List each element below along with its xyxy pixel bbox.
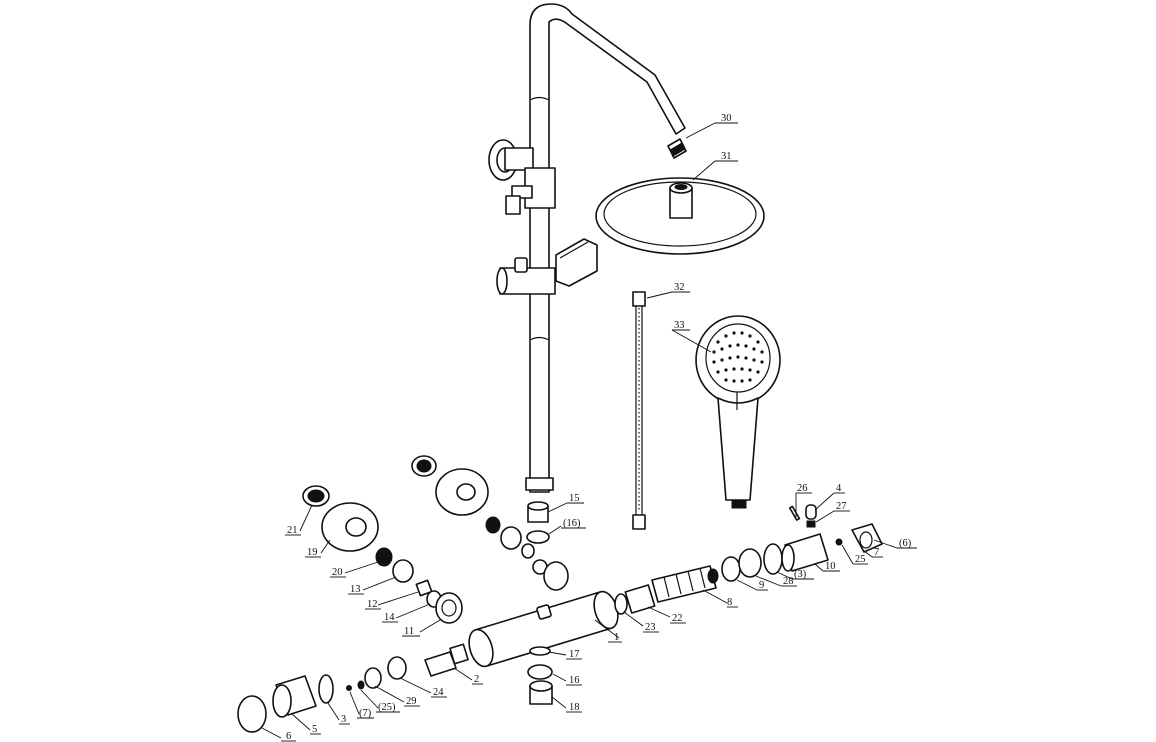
svg-text:3: 3 <box>341 714 346 725</box>
svg-text:29: 29 <box>406 696 417 707</box>
callout-23: 23 <box>643 622 659 633</box>
left-knob-parts <box>237 643 469 733</box>
svg-text:5: 5 <box>312 724 317 735</box>
svg-text:33: 33 <box>674 320 685 331</box>
callout-11: 11 <box>402 626 420 637</box>
svg-text:17: 17 <box>569 649 580 660</box>
callout-12: 12 <box>365 599 381 610</box>
svg-text:27: 27 <box>836 501 847 512</box>
hand-shower <box>695 315 781 509</box>
svg-text:30: 30 <box>721 113 732 124</box>
callout-27: 27 <box>834 501 850 512</box>
svg-text:20: 20 <box>332 567 343 578</box>
callout-3: 3 <box>339 714 350 725</box>
top-outlet-parts <box>526 501 550 544</box>
svg-text:16: 16 <box>569 675 580 686</box>
callout-1: 1 <box>608 632 622 643</box>
callout-25-paren: (25) <box>376 702 400 713</box>
callout-7: 7 <box>872 547 883 558</box>
callout-33: 33 <box>672 320 690 331</box>
svg-text:(3): (3) <box>794 569 807 580</box>
callout-16-paren: (16) <box>561 518 586 529</box>
callout-32: 32 <box>672 282 690 293</box>
callout-7-paren: (7) <box>357 708 374 719</box>
callout-19: 19 <box>305 547 321 558</box>
callout-30: 30 <box>715 113 738 124</box>
svg-text:23: 23 <box>645 622 656 633</box>
leader-lines <box>261 122 898 739</box>
svg-text:(25): (25) <box>378 702 396 713</box>
callout-25: 25 <box>853 554 868 565</box>
svg-text:18: 18 <box>569 702 580 713</box>
callout-29: 29 <box>404 696 420 707</box>
callout-20: 20 <box>330 567 346 578</box>
callout-15: 15 <box>567 493 584 504</box>
valve-body <box>468 590 619 668</box>
svg-text:10: 10 <box>825 561 836 572</box>
svg-text:6: 6 <box>286 731 291 742</box>
callout-24: 24 <box>431 687 447 698</box>
callout-31: 31 <box>715 151 738 162</box>
callout-18: 18 <box>566 702 582 713</box>
callout-16: 16 <box>566 675 582 686</box>
sliding-holder <box>496 238 598 295</box>
svg-text:14: 14 <box>384 612 395 623</box>
svg-text:32: 32 <box>674 282 685 293</box>
svg-text:(16): (16) <box>563 518 581 529</box>
callout-2: 2 <box>472 674 483 685</box>
svg-text:11: 11 <box>404 626 414 637</box>
svg-text:2: 2 <box>474 674 479 685</box>
svg-text:31: 31 <box>721 151 732 162</box>
callout-21: 21 <box>285 525 301 536</box>
shower-hose <box>632 291 646 530</box>
svg-text:21: 21 <box>287 525 298 536</box>
callout-26: 26 <box>796 483 812 494</box>
callout-8: 8 <box>727 597 738 608</box>
svg-text:1: 1 <box>614 632 619 643</box>
left-inlet-parts <box>302 485 463 624</box>
callout-17: 17 <box>566 649 582 660</box>
svg-text:13: 13 <box>350 584 361 595</box>
callout-13: 13 <box>348 584 364 595</box>
callout-3-paren: (3) <box>792 569 814 580</box>
svg-text:26: 26 <box>797 483 808 494</box>
svg-text:(6): (6) <box>899 538 912 549</box>
svg-text:19: 19 <box>307 547 318 558</box>
svg-text:(7): (7) <box>359 708 372 719</box>
svg-text:9: 9 <box>759 580 764 591</box>
callout-9: 9 <box>757 580 768 591</box>
wall-bracket <box>488 139 556 215</box>
callout-6-paren: (6) <box>897 538 917 549</box>
callout-labels: 30 31 32 33 26 4 27 (6) 10 25 7 (3) 28 9… <box>281 113 917 742</box>
callout-22: 22 <box>670 613 686 624</box>
svg-text:4: 4 <box>836 483 842 494</box>
callout-5: 5 <box>310 724 321 735</box>
bottom-outlet-parts <box>527 646 553 705</box>
svg-text:7: 7 <box>874 547 879 558</box>
callout-14: 14 <box>382 612 398 623</box>
callout-6: 6 <box>281 731 296 742</box>
right-cartridge-parts <box>614 504 883 615</box>
svg-text:25: 25 <box>855 554 866 565</box>
upper-inlet-parts <box>411 455 569 591</box>
svg-text:22: 22 <box>672 613 683 624</box>
svg-text:8: 8 <box>727 597 732 608</box>
svg-text:15: 15 <box>569 493 580 504</box>
callout-28: 28 <box>781 576 797 587</box>
callout-10: 10 <box>823 561 840 572</box>
callout-4: 4 <box>834 483 845 494</box>
overhead-shower-head <box>595 177 765 255</box>
riser-rail <box>525 3 687 493</box>
svg-text:24: 24 <box>433 687 444 698</box>
svg-text:28: 28 <box>783 576 794 587</box>
svg-text:12: 12 <box>367 599 378 610</box>
